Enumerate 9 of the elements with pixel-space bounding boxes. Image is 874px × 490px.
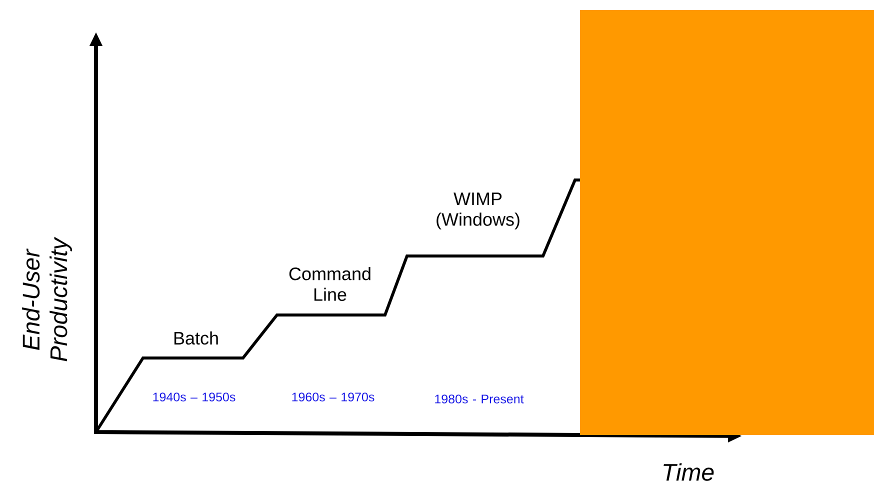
block [580, 10, 874, 435]
era-label: 1940s – 1950s [153, 392, 236, 402]
step-label: Batch [174, 331, 218, 345]
axis-title: End-User Productivity [22, 236, 72, 362]
era-label: 1980s - Present [435, 394, 524, 404]
step-label: Command Line [289, 267, 370, 301]
era-label: 1960s – 1970s [292, 392, 374, 402]
axis-title: Time [664, 463, 714, 481]
step-label: WIMP (Windows) [436, 192, 520, 230]
